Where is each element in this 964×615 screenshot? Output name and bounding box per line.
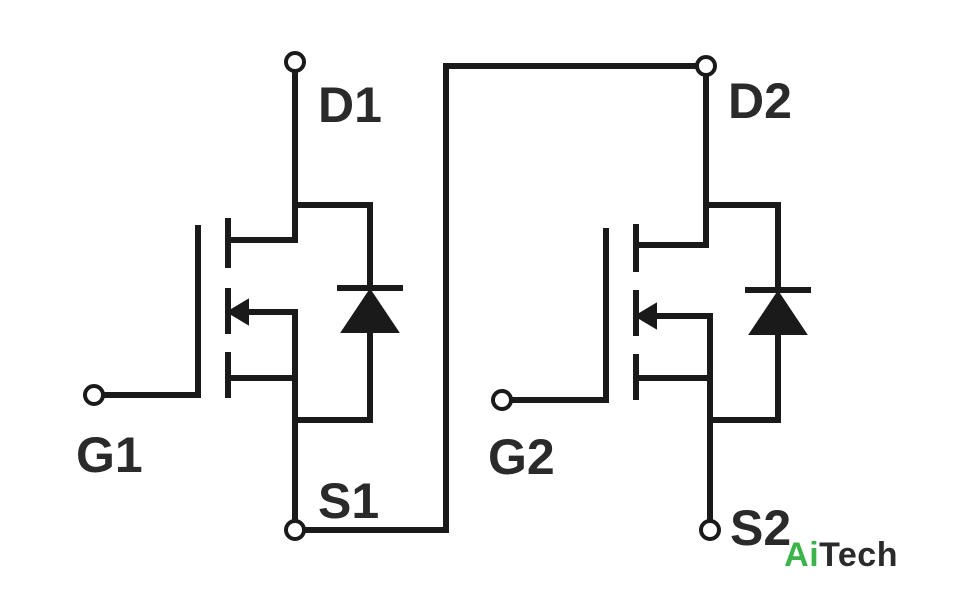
mosfet-2 [503, 63, 811, 529]
g2-terminal [491, 389, 513, 411]
watermark-tech: Tech [819, 536, 898, 574]
g2-label: G2 [488, 429, 555, 485]
d1-drain-wire [225, 67, 298, 243]
d1-terminal [284, 51, 306, 73]
d2-label: D2 [728, 73, 792, 129]
q1-diode-symbol [340, 288, 400, 333]
s1-terminal [284, 519, 306, 541]
q1-body-wire [229, 309, 298, 381]
watermark-ai: Ai [784, 536, 820, 574]
aitech-watermark: AiTech [784, 536, 898, 575]
g1-terminal [83, 384, 105, 406]
q1-source-diode-wire [292, 327, 373, 423]
g1-label: G1 [76, 427, 143, 483]
mosfet-1 [95, 67, 403, 529]
s1-d2-connection-wire [292, 63, 709, 533]
q1-source-wire [225, 375, 298, 529]
s2-terminal [699, 519, 721, 541]
d1-label: D1 [318, 77, 382, 133]
q2-source-diode-wire [707, 331, 781, 423]
q2-diode-symbol [748, 290, 808, 335]
d2-drain-wire [633, 63, 709, 248]
q2-source-wire [633, 375, 713, 529]
s1-label: S1 [318, 473, 379, 529]
q2-drain-diode-wire [703, 202, 781, 291]
s2-label: S2 [730, 500, 791, 556]
d2-terminal [695, 55, 717, 77]
q2-body-arrow [634, 302, 657, 330]
q2-body-wire [637, 313, 713, 381]
q1-body-arrow [226, 298, 249, 326]
q1-drain-diode-wire [292, 202, 373, 291]
